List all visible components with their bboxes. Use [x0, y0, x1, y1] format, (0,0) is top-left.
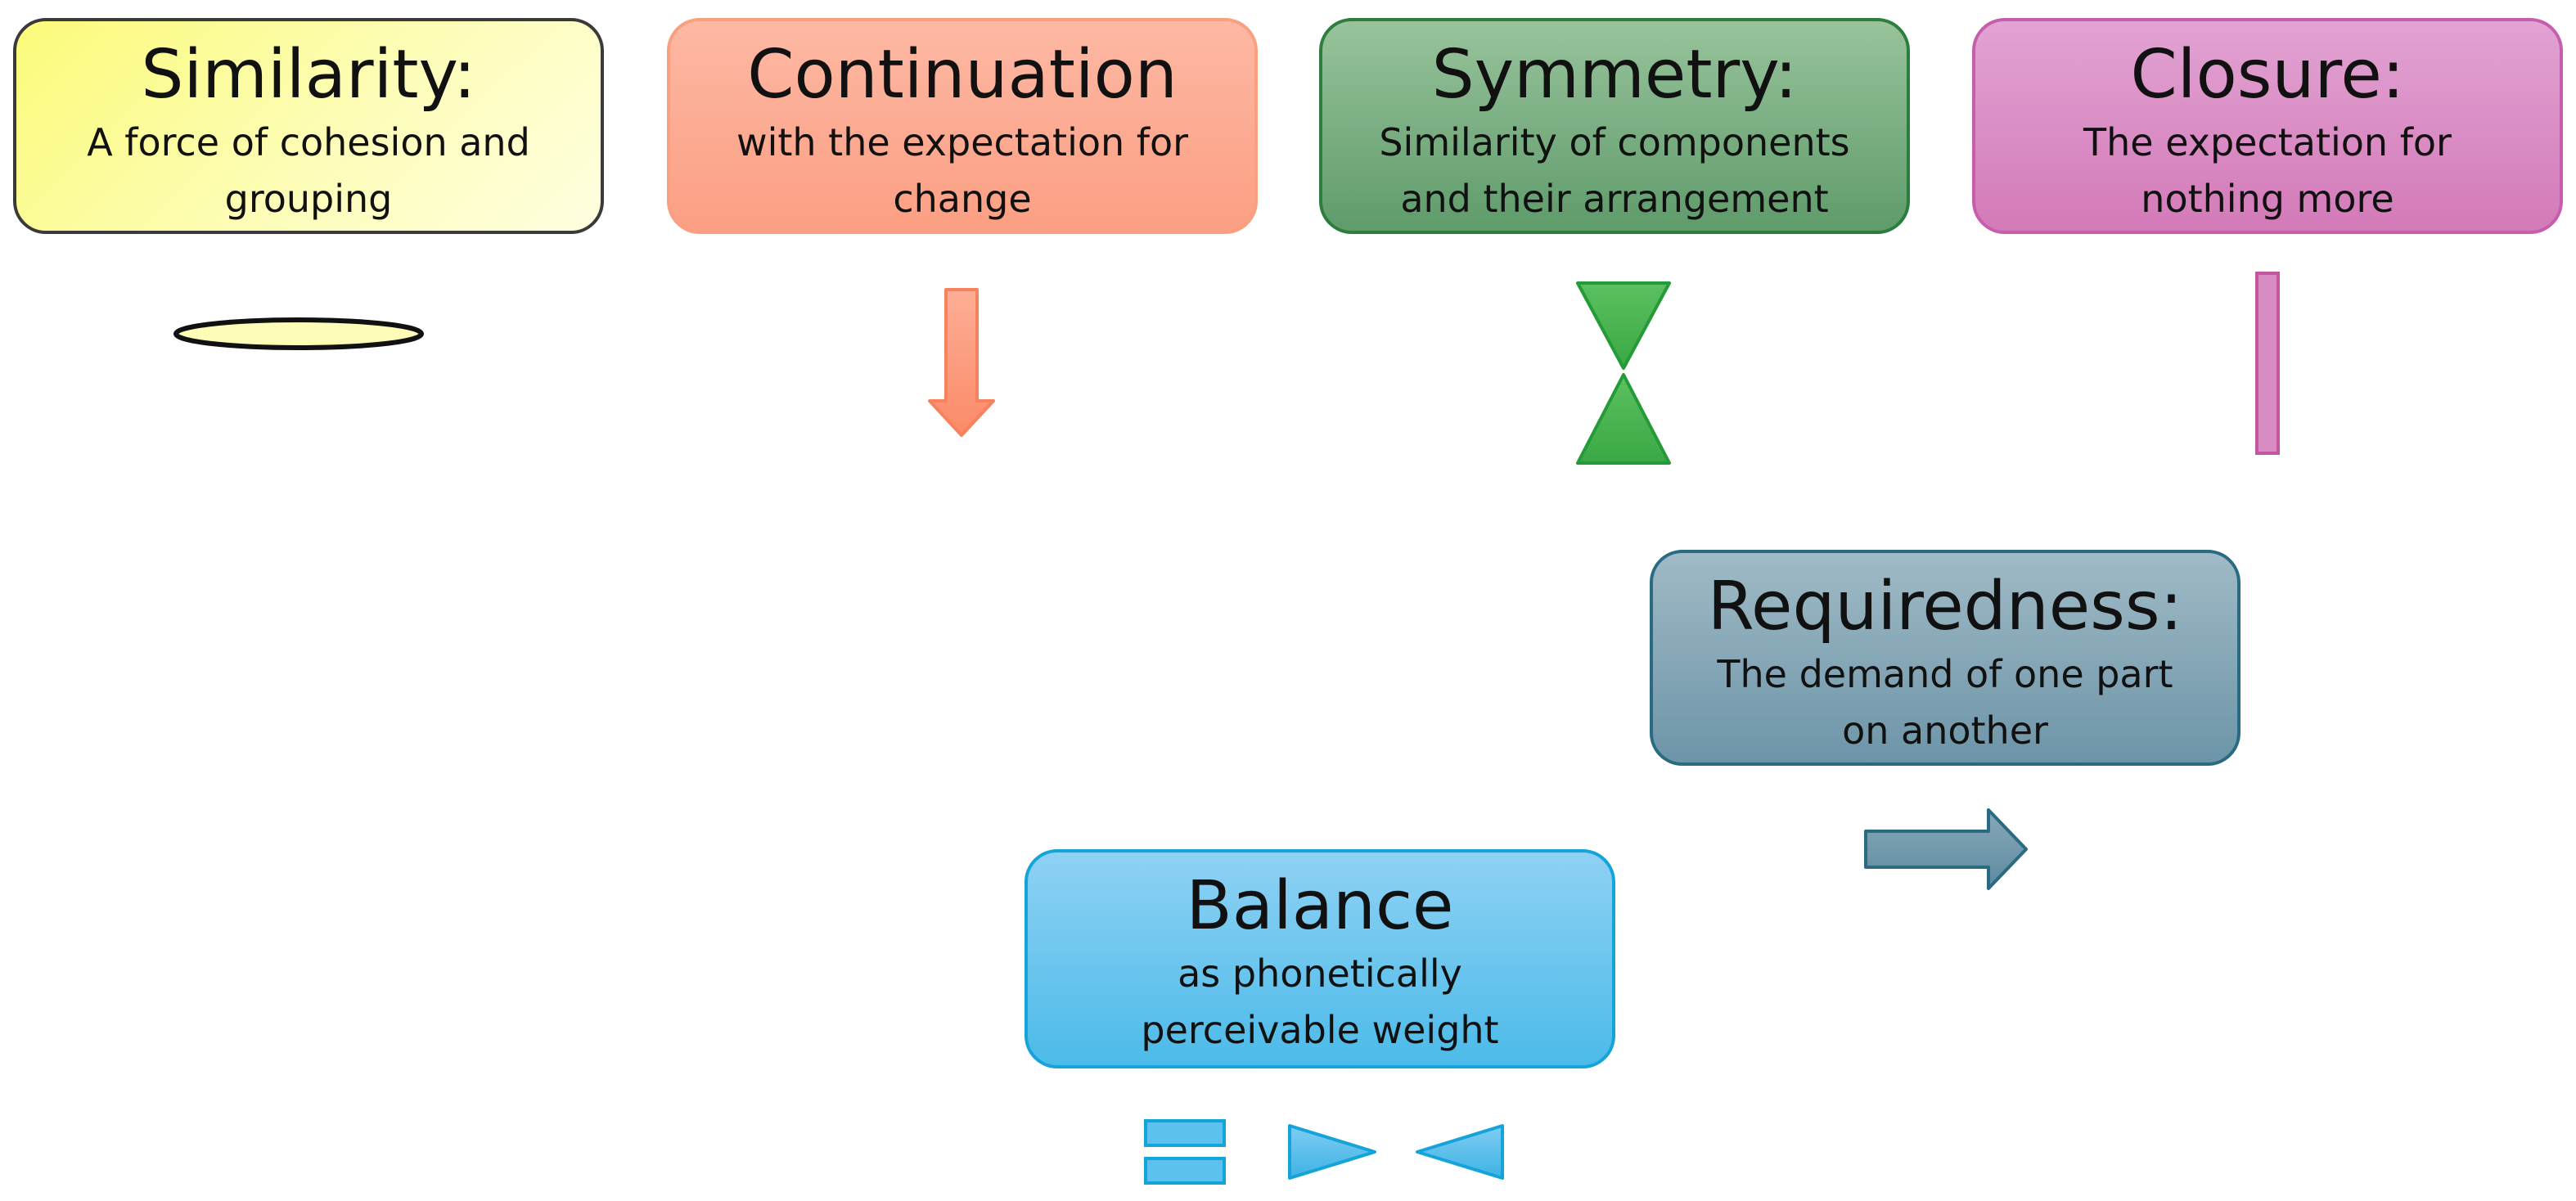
continuation-title: Continuation	[747, 36, 1178, 114]
balance-equals-bottom-bar-icon	[1144, 1157, 1226, 1185]
continuation-desc-line1: with the expectation for	[736, 120, 1189, 164]
symmetry-top-triangle-icon	[1576, 281, 1671, 370]
requiredness-title: Requiredness:	[1707, 568, 2183, 645]
requiredness-box: Requiredness: The demand of one part on …	[1650, 550, 2240, 766]
balance-right-triangle-icon	[1288, 1124, 1376, 1180]
balance-equals-top-bar-icon	[1144, 1119, 1226, 1147]
similarity-box: Similarity: A force of cohesion and grou…	[13, 18, 604, 234]
symmetry-box: Symmetry: Similarity of components and t…	[1319, 18, 1910, 234]
symmetry-desc-line2: and their arrangement	[1400, 177, 1829, 221]
continuation-desc-line2: change	[893, 177, 1032, 221]
balance-equals-icon	[1144, 1119, 1226, 1185]
closure-title: Closure:	[2130, 36, 2405, 114]
symmetry-hourglass-icon	[1576, 281, 1671, 465]
similarity-desc-line2: grouping	[224, 177, 393, 221]
balance-desc-line1: as phonetically	[1178, 951, 1462, 996]
requiredness-desc-line2: on another	[1842, 708, 2048, 753]
balance-title: Balance	[1186, 867, 1454, 945]
similarity-desc-line1: A force of cohesion and	[87, 120, 530, 164]
requiredness-desc-line1: The demand of one part	[1717, 652, 2173, 696]
closure-box: Closure: The expectation for nothing mor…	[1972, 18, 2563, 234]
closure-vertical-bar-icon	[2255, 272, 2280, 455]
similarity-ellipse-icon	[173, 317, 424, 350]
continuation-down-arrow-icon	[928, 288, 995, 437]
symmetry-title: Symmetry:	[1431, 36, 1798, 114]
symmetry-bottom-triangle-icon	[1576, 373, 1671, 465]
symmetry-desc-line1: Similarity of components	[1379, 120, 1850, 164]
closure-desc-line2: nothing more	[2141, 177, 2394, 221]
similarity-title: Similarity:	[141, 36, 476, 114]
balance-desc-line2: perceivable weight	[1141, 1008, 1499, 1052]
balance-box: Balance as phonetically perceivable weig…	[1025, 849, 1615, 1068]
balance-left-triangle-icon	[1416, 1124, 1504, 1180]
continuation-box: Continuation with the expectation for ch…	[667, 18, 1258, 234]
closure-desc-line1: The expectation for	[2083, 120, 2452, 164]
requiredness-right-arrow-icon	[1864, 808, 2028, 890]
